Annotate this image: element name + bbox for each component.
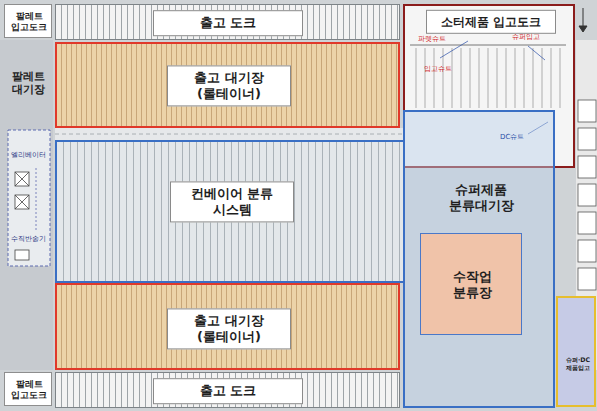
area-label: 슈퍼제품 분류대기장 — [426, 182, 536, 213]
area-label: 출고 대기장 (롤테이너) — [167, 308, 291, 349]
area-label: 팔레트 입고도크 — [7, 11, 51, 33]
inbound-arrow — [579, 8, 587, 32]
callout-label: 수직반송기 — [11, 236, 46, 244]
staging-area: 출고 대기장 (롤테이너) — [55, 283, 400, 370]
aisle — [55, 128, 405, 140]
callout-label: 엘리베이터 — [11, 152, 46, 160]
callout-label: DC슈트 — [500, 134, 524, 142]
callout-label: 파렛슈트 — [418, 36, 446, 44]
pallet-area: 팔레트 대기장 — [4, 62, 52, 104]
area-label: 수작업 분류장 — [437, 269, 507, 300]
dock-box: 팔레트 입고도크 — [4, 4, 52, 38]
area-label: 출고 도크 — [153, 10, 303, 36]
right-rooms — [578, 100, 596, 290]
area-label: 슈퍼·DC 제품입고 — [560, 356, 596, 371]
area-label: 소터제품 입고도크 — [426, 10, 556, 34]
area-label: 팔레트 대기장 — [6, 70, 50, 96]
area-label: 출고 도크 — [153, 378, 303, 404]
dock-band: 출고 도크 — [55, 372, 400, 408]
area-label: 출고 대기장 (롤테이너) — [167, 65, 291, 106]
left-column — [0, 40, 53, 370]
aisle-line — [55, 134, 405, 135]
callout-label: 슈퍼입고 — [512, 34, 540, 42]
sorter-chutes — [416, 48, 560, 108]
callout-label: 입고슈트 — [424, 66, 452, 74]
staging-area: 출고 대기장 (롤테이너) — [55, 42, 400, 128]
dock-band: 출고 도크 — [55, 4, 400, 40]
sorting-area: 슈퍼제품 분류대기장수작업 분류장 — [403, 110, 555, 408]
dock-box: 팔레트 입고도크 — [4, 372, 52, 406]
inbound-box: 슈퍼·DC 제품입고 — [556, 296, 596, 407]
lift-zone — [8, 130, 50, 266]
lift-symbols — [15, 172, 29, 260]
area-label: 팔레트 입고도크 — [7, 379, 51, 401]
conveyor-area: 컨베이어 분류 시스템 — [55, 140, 405, 283]
manual-area: 수작업 분류장 — [420, 233, 522, 335]
sorter-main-line — [410, 45, 566, 46]
lift-path — [36, 168, 37, 230]
area-label: 컨베이어 분류 시스템 — [170, 181, 294, 222]
